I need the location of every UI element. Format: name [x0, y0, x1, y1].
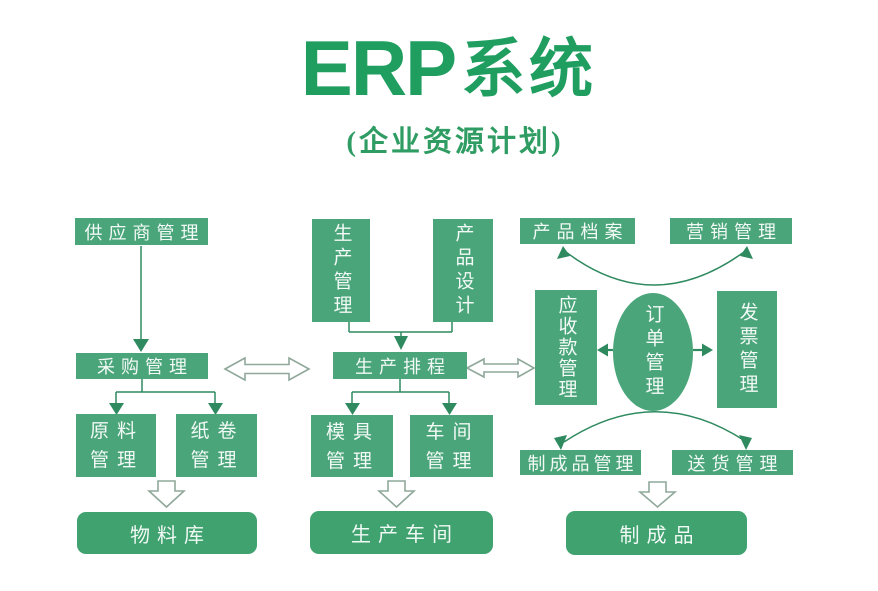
- node-production-workshop: 生产车间: [310, 511, 493, 554]
- title-cjk: 系统: [461, 34, 598, 105]
- page-title: ERP系统: [10, 18, 878, 114]
- hollow-arrow-to-finished-products: [637, 481, 678, 509]
- node-finished-product-management: 制成品管理: [520, 450, 641, 475]
- double-arrow-scheduling-receivables: [465, 357, 536, 379]
- title-latin: ERP: [300, 24, 457, 112]
- node-product-design: 产品设计: [433, 219, 493, 322]
- node-order-management: 订单管理: [613, 293, 693, 411]
- node-raw-material-management: 原料管理: [76, 414, 156, 477]
- node-paper-roll-management: 纸卷管理: [176, 414, 257, 477]
- node-production-scheduling: 生产排程: [333, 352, 467, 379]
- hollow-arrow-to-production-workshop: [376, 480, 417, 509]
- arrow-order-to-receivables: [597, 343, 613, 357]
- node-product-archives: 产品档案: [520, 218, 635, 244]
- node-marketing-management: 营销管理: [670, 218, 792, 244]
- node-receivables-management: 应收款管理: [535, 290, 597, 405]
- curve-order-to-finished-delivery: [554, 411, 752, 450]
- node-material-warehouse: 物料库: [77, 512, 257, 554]
- node-mold-management: 模具管理: [311, 415, 393, 477]
- hollow-arrow-to-material-warehouse: [146, 480, 187, 509]
- node-invoice-management: 发票管理: [717, 291, 777, 408]
- node-delivery-management: 送货管理: [672, 450, 793, 475]
- branch-scheduling: [345, 378, 457, 415]
- arrow-supplier-to-purchasing: [133, 246, 149, 352]
- node-finished-products: 制成品: [566, 511, 747, 555]
- page-subtitle: (企业资源计划): [346, 126, 564, 158]
- node-purchasing-management: 采购管理: [76, 353, 208, 379]
- merge-to-scheduling: [348, 320, 453, 350]
- curve-order-to-archives-marketing: [557, 246, 753, 286]
- node-production-management: 生产管理: [312, 219, 370, 322]
- node-workshop-management: 车间管理: [410, 415, 493, 477]
- arrow-order-to-invoice: [693, 343, 713, 357]
- node-supplier-management: 供应商管理: [75, 218, 208, 245]
- branch-purchasing: [109, 378, 223, 415]
- double-arrow-purchasing-scheduling: [223, 356, 311, 382]
